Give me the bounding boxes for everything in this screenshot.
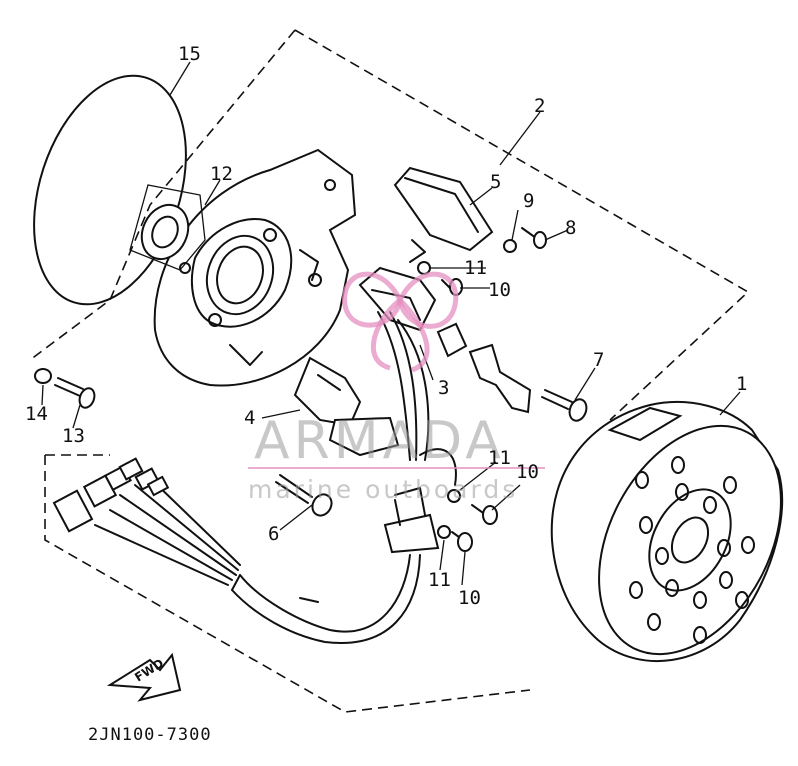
washer-9 [503,239,517,253]
screw-10-mid [471,504,498,525]
wire-grommet [383,487,440,554]
callout-7: 7 [593,349,604,371]
callout-10-mid: 10 [516,461,539,483]
bolt-13 [54,377,96,409]
stator-base-plate [153,148,357,387]
flywheel-hole [693,591,707,609]
flywheel-hole [629,581,643,599]
flywheel-hole [719,571,733,589]
wire-connectors [52,457,170,533]
sleeve [436,322,468,358]
washer-14 [34,368,52,384]
flywheel-hole [693,626,707,644]
watermark-brand: ARMADA [254,411,505,471]
callout-4: 4 [244,407,255,429]
flywheel-hole [717,539,731,557]
watermark: ARMADA marine outboards [248,271,545,504]
callout-12: 12 [210,163,233,185]
watermark-tagline: marine outboards [248,475,518,504]
callout-14: 14 [25,403,48,425]
screw-10-low [451,531,473,552]
direction-arrow: FWD [106,652,182,702]
leader-lines [41,61,741,586]
callout-9: 9 [523,190,534,212]
callout-2: 2 [534,95,545,117]
diagram-code: 2JN100-7300 [88,725,212,745]
screw-8 [521,227,547,249]
callout-10-top: 10 [488,279,511,301]
flywheel-hole [723,476,737,494]
flywheel-holes [629,456,755,644]
seal-bracket [129,184,206,271]
callout-5: 5 [490,171,501,193]
assembly-boundary [29,29,750,713]
callout-13: 13 [62,425,85,447]
oil-seal [140,203,190,261]
flywheel-hole [703,496,717,514]
callout-15: 15 [178,43,201,65]
flywheel-hole [665,579,679,597]
ribbon-logo [342,271,459,373]
flywheel-rotor [550,401,784,662]
bolt-6 [275,474,333,517]
flywheel-hole [671,456,685,474]
flywheel-hole [741,536,755,554]
callout-6: 6 [268,523,279,545]
bolt-7 [541,389,588,422]
callout-1: 1 [736,373,747,395]
lighting-coil [393,166,494,263]
callout-10-low: 10 [458,587,481,609]
flywheel-hole [735,591,749,609]
flywheel-hole [639,516,653,534]
flywheel-hole [635,471,649,489]
clamp-bracket [468,343,532,414]
flywheel-hole [675,483,689,501]
callout-11-top: 11 [464,257,487,279]
source-coil [293,356,400,457]
wire-harness [94,477,421,644]
callout-8: 8 [565,217,576,239]
callout-11-mid: 11 [488,447,511,469]
washer-11-low [437,525,451,539]
callout-11-low: 11 [428,569,451,591]
callout-3: 3 [438,377,449,399]
washer-11-mid [447,489,461,503]
flywheel-hole [655,547,669,565]
flywheel-hole [647,613,661,631]
